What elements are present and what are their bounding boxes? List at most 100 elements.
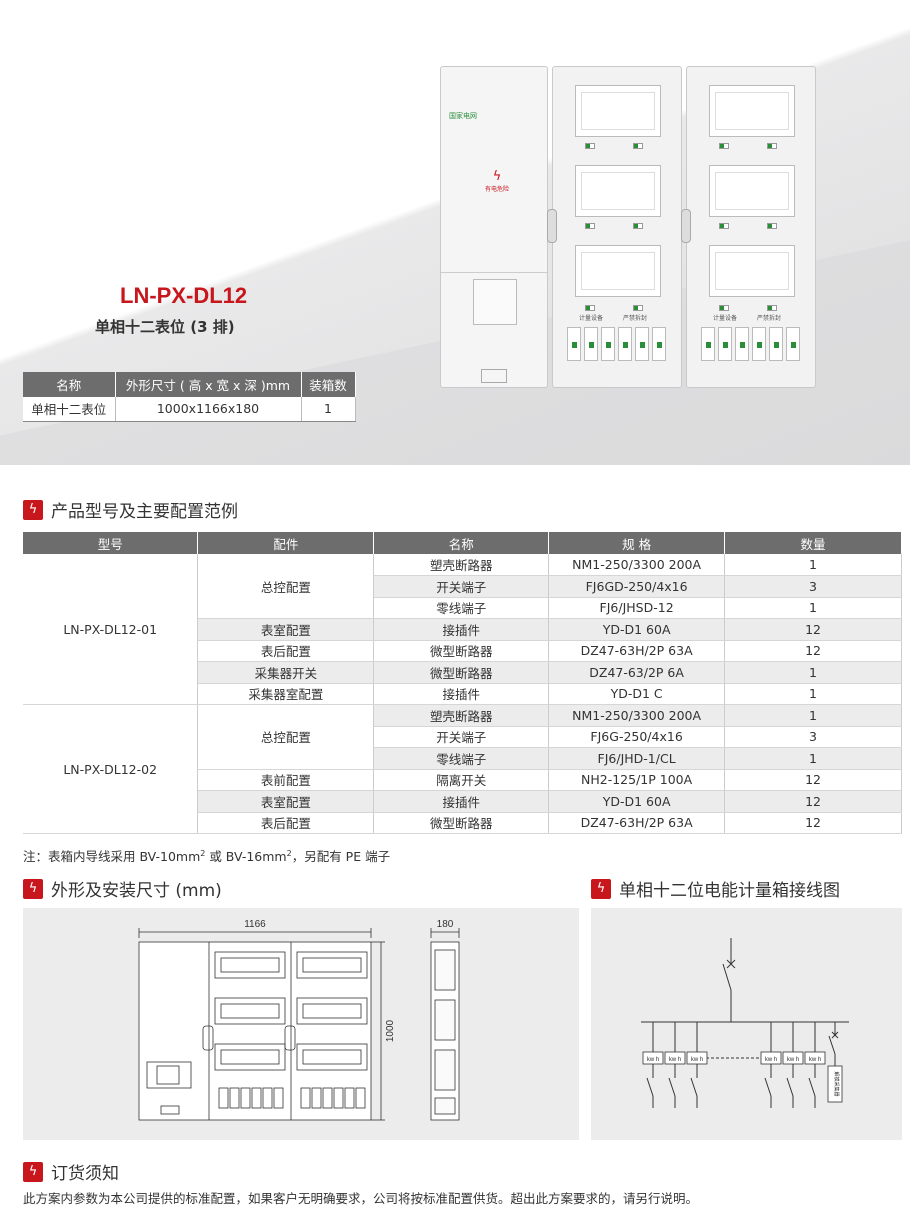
spec-header-cell: 装箱数 [301, 372, 356, 397]
section-title: 外形及安装尺寸 (mm) [51, 881, 222, 901]
meter-label: kw h [787, 1057, 799, 1063]
config-qty-cell: 1 [724, 554, 902, 576]
prohibit-label: 严禁拆封 [757, 315, 782, 322]
hero-banner: 国家电网 ϟ 有电危险 计量设备 严禁拆封 [0, 0, 910, 465]
config-spec-cell: FJ6/JHSD-12 [548, 597, 726, 619]
config-qty-cell: 1 [724, 747, 902, 770]
door-handle-icon [681, 209, 691, 243]
cabinet-door-right: 计量设备 严禁拆封 [681, 66, 816, 388]
config-name-cell: 隔离开关 [373, 769, 550, 791]
indicator-icon [585, 223, 595, 229]
breaker-icon [769, 327, 783, 361]
config-name-cell: 接插件 [373, 790, 550, 813]
config-header-cell: 配件 [197, 532, 375, 554]
config-name-cell: 零线端子 [373, 747, 550, 770]
wiring-note: 注：表箱内导线采用 BV-10mm2 或 BV-16mm2，另配有 PE 端子 [23, 846, 390, 865]
door-handle-icon [547, 209, 557, 243]
config-spec-cell: NH2-125/1P 100A [548, 769, 726, 791]
breaker-icon [567, 327, 581, 361]
breaker-tray [701, 327, 805, 363]
config-spec-cell: DZ47-63H/2P 63A [548, 812, 726, 834]
spec-cell: 单相十二表位 [23, 397, 116, 422]
warning-text: 有电危险 [484, 186, 509, 193]
meter-window [709, 245, 795, 297]
cabinet-door-left: 国家电网 ϟ 有电危险 [440, 66, 548, 388]
config-part-cell: 表后配置 [197, 640, 375, 662]
indicator-icon [767, 143, 777, 149]
config-header-row: 型号 配件 名称 规 格 数量 [23, 532, 902, 554]
indicator-icon [585, 305, 595, 311]
indicator-icon [633, 223, 643, 229]
config-spec-cell: FJ6G-250/4x16 [548, 726, 726, 748]
meter-label: kw h [809, 1057, 821, 1063]
breaker-icon [718, 327, 732, 361]
config-spec-cell: YD-D1 60A [548, 618, 726, 641]
breaker-icon [735, 327, 749, 361]
spec-data-row: 单相十二表位 1000x1166x180 1 [23, 397, 356, 422]
config-qty-cell: 12 [724, 769, 902, 791]
breaker-icon [752, 327, 766, 361]
config-qty-cell: 3 [724, 575, 902, 598]
breaker-icon [601, 327, 615, 361]
config-qty-cell: 12 [724, 640, 902, 662]
meter-label: kw h [691, 1057, 703, 1063]
order-notice-text: 此方案内参数为本公司提供的标准配置，如果客户无明确要求，公司将按标准配置供货。超… [23, 1191, 699, 1206]
door-divider [441, 272, 547, 273]
collector-window [473, 279, 517, 325]
config-name-cell: 塑壳断路器 [373, 554, 550, 576]
spec-header-row: 名称 外形尺寸 ( 高 x 宽 x 深 )mm 装箱数 [23, 372, 356, 397]
breaker-icon [652, 327, 666, 361]
indicator-icon [633, 143, 643, 149]
config-qty-cell: 12 [724, 618, 902, 641]
config-spec-cell: DZ47-63/2P 6A [548, 661, 726, 684]
config-qty-cell: 1 [724, 661, 902, 684]
config-part-cell: 采集器开关 [197, 661, 375, 684]
config-qty-cell: 12 [724, 790, 902, 813]
depth-dimension-label: 180 [437, 919, 454, 930]
config-qty-cell: 1 [724, 704, 902, 727]
config-model-cell: LN-PX-DL12-02 [23, 704, 199, 834]
meter-window [709, 85, 795, 137]
measure-label: 计量设备 [579, 315, 604, 322]
config-part-cell: 总控配置 [197, 704, 375, 770]
breaker-icon [701, 327, 715, 361]
section-title: 单相十二位电能计量箱接线图 [619, 881, 840, 901]
config-part-cell: 表室配置 [197, 790, 375, 813]
width-dimension-label: 1166 [244, 919, 266, 930]
section-title: 订货须知 [51, 1164, 119, 1184]
meter-label: kw h [765, 1057, 777, 1063]
config-part-cell: 表前配置 [197, 769, 375, 791]
height-dimension-label: 1000 [385, 1019, 396, 1042]
wiring-diagram-panel: kw h kw h kw h kw h kw h kw h 解摸采集器 [591, 908, 902, 1140]
indicator-icon [719, 143, 729, 149]
note-suffix: ，另配有 PE 端子 [291, 849, 391, 864]
spec-cell: 1000x1166x180 [115, 397, 302, 422]
config-name-cell: 接插件 [373, 683, 550, 705]
config-qty-cell: 1 [724, 597, 902, 619]
dimension-drawing-panel: 1166 180 1000 [23, 908, 579, 1140]
config-spec-cell: YD-D1 C [548, 683, 726, 705]
config-spec-cell: FJ6/JHD-1/CL [548, 747, 726, 770]
section-header-dimensions: ϟ 外形及安装尺寸 (mm) [23, 876, 222, 901]
breaker-icon [618, 327, 632, 361]
spec-header-cell: 名称 [23, 372, 116, 397]
config-name-cell: 微型断路器 [373, 661, 550, 684]
spec-header-cell: 外形尺寸 ( 高 x 宽 x 深 )mm [115, 372, 302, 397]
prohibit-label: 严禁拆封 [623, 315, 648, 322]
config-name-cell: 接插件 [373, 618, 550, 641]
config-name-cell: 零线端子 [373, 597, 550, 619]
config-spec-cell: NM1-250/3300 200A [548, 704, 726, 727]
note-sup: 2 [286, 848, 292, 858]
meter-window [575, 85, 661, 137]
wiring-diagram: kw h kw h kw h kw h kw h kw h 解摸采集器 [641, 938, 849, 1108]
